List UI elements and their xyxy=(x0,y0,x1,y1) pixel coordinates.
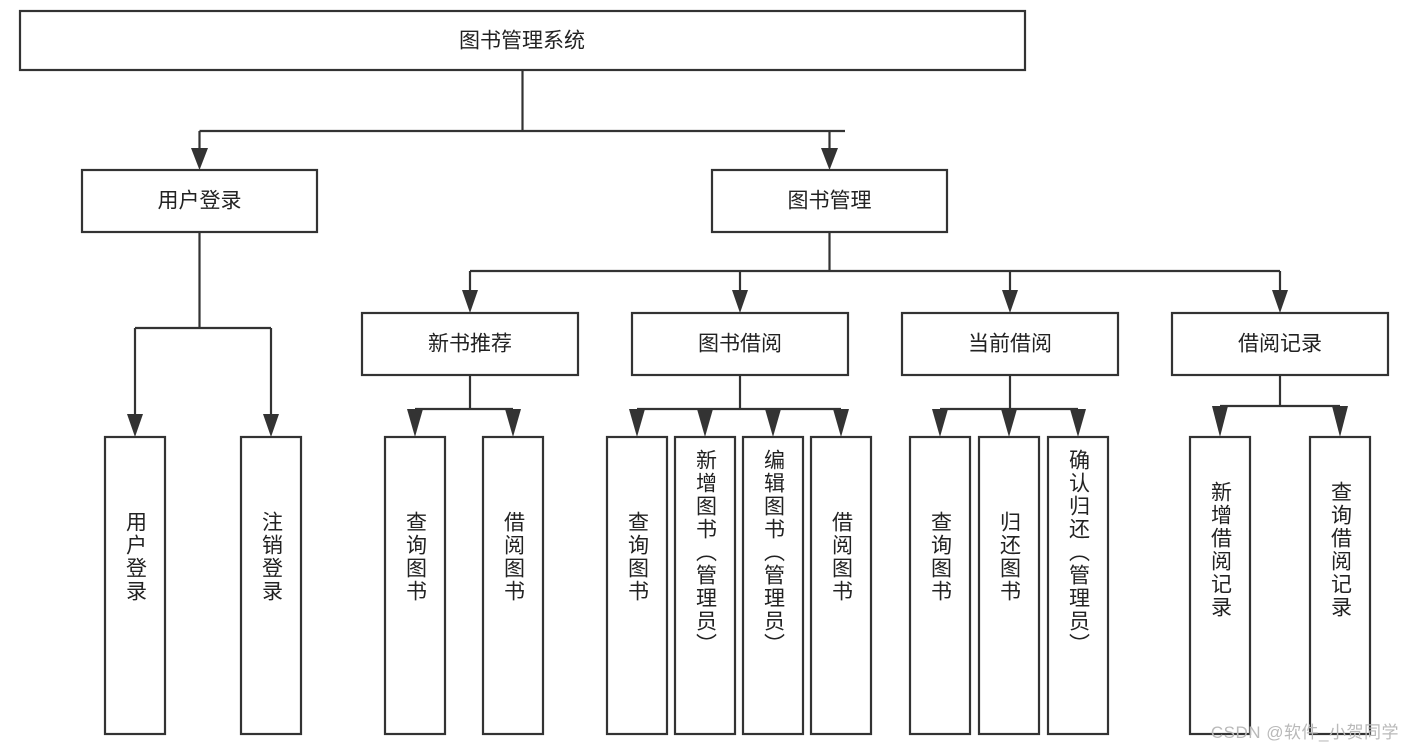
leaf-box-user-login-1[interactable] xyxy=(103,435,167,736)
node-book-management[interactable]: 图书管理 xyxy=(710,168,949,234)
node-book-borrow-box[interactable] xyxy=(630,311,850,377)
arrow-to-book-borrow xyxy=(732,290,748,313)
node-new-book-recommend[interactable]: 新书推荐 xyxy=(360,311,580,377)
leaf-box-book-borrow-3[interactable] xyxy=(741,435,805,736)
leaf-box-user-login-2[interactable] xyxy=(239,435,303,736)
arrow-cb-leaf-3 xyxy=(1070,409,1086,437)
node-new-book-recommend-label: 新书推荐 xyxy=(428,333,512,356)
node-user-login-box[interactable] xyxy=(80,168,319,234)
arrow-to-book-mgmt xyxy=(821,148,838,170)
arrow-to-borrow-record xyxy=(1272,290,1288,313)
arrow-user-login-leaf-1 xyxy=(127,414,143,437)
arrow-bb-leaf-4 xyxy=(833,409,849,437)
node-user-login-label: 用户登录 xyxy=(158,190,242,213)
leaf-box-new-book-rec-1[interactable] xyxy=(383,435,447,736)
csdn-watermark: CSDN @软件_小贺同学 xyxy=(1210,723,1399,742)
arrow-nbr-leaf-1 xyxy=(407,409,423,437)
node-root-box[interactable] xyxy=(18,9,1027,72)
arrow-bb-leaf-1 xyxy=(629,409,645,437)
node-root-label: 图书管理系统 xyxy=(459,30,585,53)
leaf-box-book-borrow-2[interactable] xyxy=(673,435,737,736)
leaf-box-current-borrow-1[interactable] xyxy=(908,435,972,736)
node-current-borrow-box[interactable] xyxy=(900,311,1120,377)
leaf-box-book-borrow-1[interactable] xyxy=(605,435,669,736)
leaf-box-current-borrow-2[interactable] xyxy=(977,435,1041,736)
node-book-borrow-label: 图书借阅 xyxy=(698,333,782,356)
arrow-br-leaf-1 xyxy=(1212,406,1228,437)
node-book-management-box[interactable] xyxy=(710,168,949,234)
arrow-bb-leaf-3 xyxy=(765,409,781,437)
arrow-to-user-login xyxy=(191,148,208,170)
leaf-box-layer xyxy=(103,435,1372,736)
leaf-box-borrow-record-1[interactable] xyxy=(1188,435,1252,736)
node-borrow-record-label: 借阅记录 xyxy=(1238,333,1322,356)
connector-layer xyxy=(127,70,1348,437)
arrow-nbr-leaf-2 xyxy=(505,409,521,437)
node-current-borrow[interactable]: 当前借阅 xyxy=(900,311,1120,377)
arrow-to-new-book-rec xyxy=(462,290,478,313)
arrow-user-login-leaf-2 xyxy=(263,414,279,437)
arrow-cb-leaf-2 xyxy=(1001,409,1017,437)
leaf-box-borrow-record-2[interactable] xyxy=(1308,435,1372,736)
arrow-to-current-borrow xyxy=(1002,290,1018,313)
node-new-book-recommend-box[interactable] xyxy=(360,311,580,377)
leaf-box-new-book-rec-2[interactable] xyxy=(481,435,545,736)
arrow-bb-leaf-2 xyxy=(697,409,713,437)
node-borrow-record[interactable]: 借阅记录 xyxy=(1170,311,1390,377)
node-root[interactable]: 图书管理系统 xyxy=(18,9,1027,72)
leaf-box-current-borrow-3[interactable] xyxy=(1046,435,1110,736)
node-book-borrow[interactable]: 图书借阅 xyxy=(630,311,850,377)
arrow-br-leaf-2 xyxy=(1332,406,1348,437)
node-borrow-record-box[interactable] xyxy=(1170,311,1390,377)
arrow-cb-leaf-1 xyxy=(932,409,948,437)
node-current-borrow-label: 当前借阅 xyxy=(968,333,1052,356)
node-book-management-label: 图书管理 xyxy=(788,190,872,213)
leaf-box-book-borrow-4[interactable] xyxy=(809,435,873,736)
node-user-login[interactable]: 用户登录 xyxy=(80,168,319,234)
